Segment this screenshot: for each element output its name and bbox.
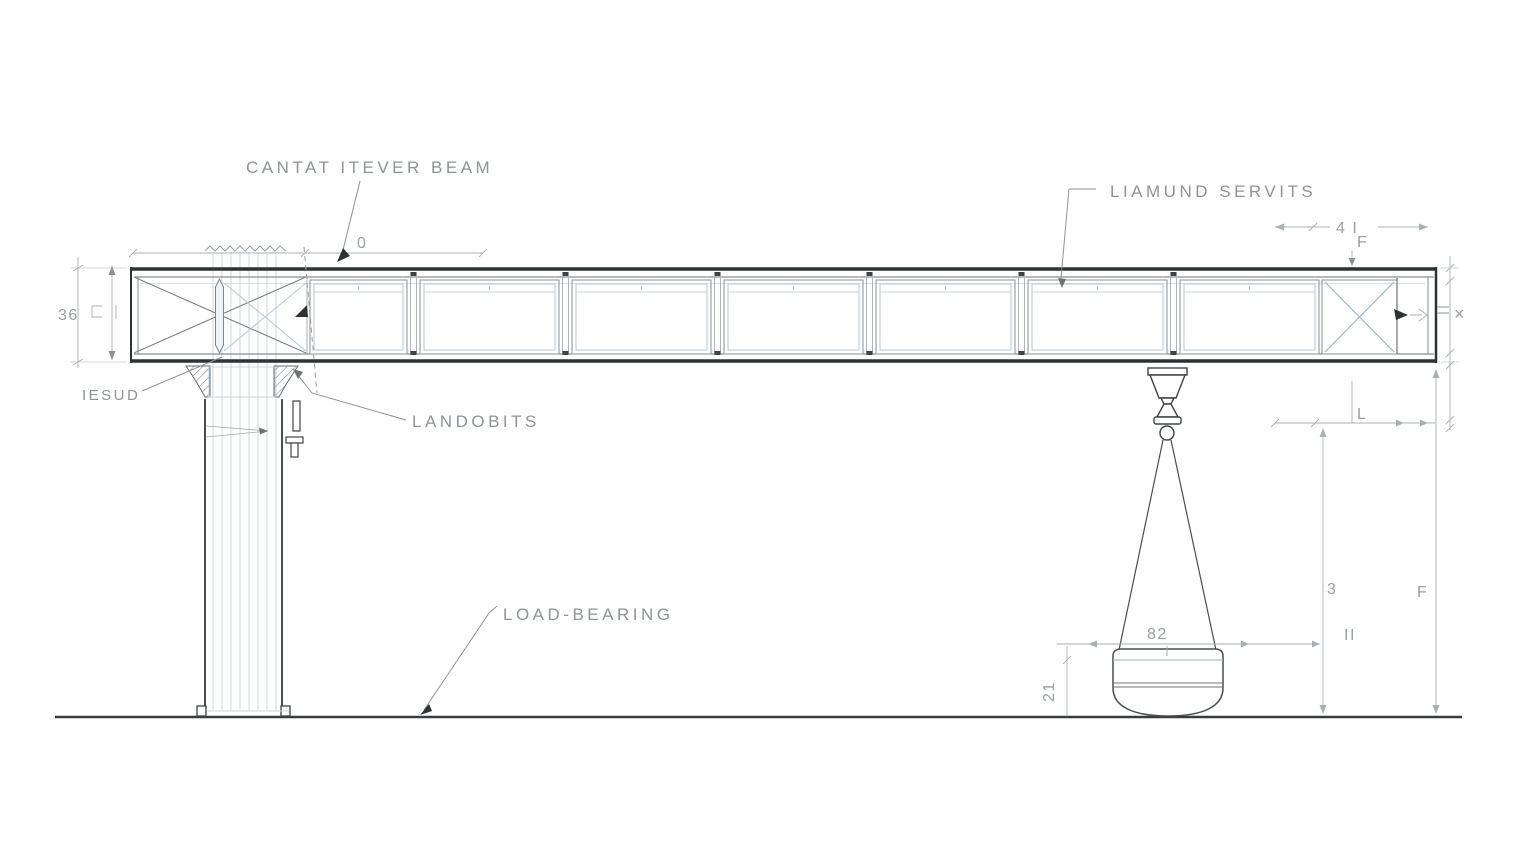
dim-beam-depth-label: 36 bbox=[58, 307, 79, 324]
beam-node bbox=[410, 272, 417, 276]
hoist-neck bbox=[1159, 397, 1176, 405]
column-cap-panel bbox=[208, 366, 276, 398]
ground-leader bbox=[423, 605, 498, 711]
column-side-bracket bbox=[290, 442, 299, 458]
beam-panel-inner bbox=[727, 283, 860, 351]
cantilever-beam bbox=[130, 245, 1438, 394]
beam-node bbox=[410, 351, 417, 355]
connection-label: LANDOBITS bbox=[412, 412, 540, 431]
dim-load-height-label: 21 bbox=[1041, 681, 1058, 702]
dim-clearance-mid bbox=[1319, 428, 1327, 714]
left-corbel bbox=[185, 365, 211, 398]
beam-panel bbox=[309, 279, 408, 355]
dim-beam-depth bbox=[70, 257, 127, 368]
sling-line-left bbox=[1118, 439, 1164, 651]
dim-clearance-mid-label: 3 bbox=[1327, 581, 1337, 598]
dim-load-width bbox=[1057, 640, 1320, 654]
beam-panel-inner bbox=[313, 283, 404, 351]
beam-node bbox=[714, 351, 721, 355]
bracket-mark bbox=[91, 305, 102, 318]
beam-node bbox=[866, 351, 873, 355]
dim-trolley-offset-label: L bbox=[1357, 406, 1367, 423]
hoist-leader bbox=[1060, 188, 1096, 279]
hoist-trolley bbox=[1147, 367, 1188, 441]
column-base-foot bbox=[196, 705, 207, 717]
beam-node bbox=[562, 351, 569, 355]
dim-load-height bbox=[1062, 646, 1072, 716]
connection-leader bbox=[296, 373, 407, 421]
cantilever-beam-leader bbox=[342, 180, 361, 251]
beam-panel bbox=[571, 279, 712, 355]
annotations: CANTAT ITEVER BEAM LIAMUND SERVITS LANDO… bbox=[82, 158, 1316, 715]
dim-end-width-label: × bbox=[1454, 304, 1465, 324]
column-taper-line bbox=[205, 425, 269, 432]
connection-leader-arrow bbox=[293, 369, 303, 379]
column-side-bracket bbox=[285, 436, 304, 444]
dim-load-offset-label: II bbox=[1344, 627, 1356, 644]
beam-panel-inner bbox=[879, 283, 1012, 351]
ground-label: LOAD-BEARING bbox=[503, 605, 673, 624]
beam-end-arrow bbox=[1394, 309, 1408, 320]
beam-node bbox=[1018, 351, 1025, 355]
load-bucket bbox=[1112, 648, 1224, 717]
right-corbel bbox=[273, 365, 299, 398]
dim-top-span-label: 0 bbox=[357, 235, 367, 252]
hoist-label: LIAMUND SERVITS bbox=[1110, 182, 1316, 201]
dim-force-top-label: F bbox=[1357, 234, 1368, 251]
beam-right-x-brace bbox=[1321, 278, 1398, 355]
support-label: IESUD bbox=[82, 387, 140, 404]
beam-panel bbox=[1027, 279, 1168, 355]
beam-top-squiggle bbox=[204, 245, 287, 252]
beam-left-x-brace bbox=[133, 276, 308, 355]
beam-panels bbox=[309, 272, 1320, 355]
beam-panel bbox=[419, 279, 560, 355]
dim-end-span-label: 4 I bbox=[1336, 220, 1358, 237]
column-taper-arrow bbox=[259, 427, 268, 435]
hoist-spool bbox=[1155, 403, 1180, 418]
dim-clearance-end-label: F bbox=[1417, 584, 1428, 601]
construction-arrow bbox=[295, 305, 308, 317]
beam-node bbox=[866, 272, 873, 276]
beam-panel-inner bbox=[1031, 283, 1164, 351]
beam-panel bbox=[875, 279, 1016, 355]
column-taper-line bbox=[205, 430, 269, 438]
beam-panel bbox=[1179, 279, 1320, 355]
beam-panel-inner bbox=[575, 283, 708, 351]
hoist-body bbox=[1148, 374, 1187, 399]
dimensions bbox=[70, 222, 1459, 716]
hook-ring bbox=[1159, 425, 1175, 441]
ground-leader-arrow bbox=[420, 704, 432, 715]
beam-panel bbox=[723, 279, 864, 355]
dim-force-top bbox=[1348, 251, 1356, 266]
dim-load-width-label: 82 bbox=[1147, 626, 1168, 643]
dim-clearance-end bbox=[1432, 369, 1440, 714]
hoist-leader-arrow bbox=[1058, 278, 1066, 288]
beam-panel-inner bbox=[1183, 283, 1316, 351]
dim-end-span bbox=[1275, 222, 1428, 232]
sling-line-right bbox=[1170, 439, 1217, 651]
beam-node bbox=[714, 272, 721, 276]
support-leader bbox=[141, 356, 223, 392]
cantilever-beam-label: CANTAT ITEVER BEAM bbox=[246, 158, 493, 177]
hoist-cap bbox=[1147, 367, 1188, 376]
cantilever-beam-leader-arrow bbox=[337, 248, 350, 262]
beam-end-chevron bbox=[1418, 308, 1428, 322]
beam-panel-inner bbox=[423, 283, 556, 351]
dim-end-width bbox=[1437, 256, 1459, 433]
beam-node bbox=[562, 272, 569, 276]
support-column bbox=[185, 252, 304, 717]
dim-trolley-offset bbox=[1270, 381, 1435, 428]
column-side-bracket bbox=[292, 400, 301, 432]
beam-node bbox=[1170, 351, 1177, 355]
hoist-base bbox=[1153, 416, 1182, 425]
beam-vertical-member bbox=[215, 277, 224, 355]
beam-node bbox=[1018, 272, 1025, 276]
beam-node bbox=[1170, 272, 1177, 276]
dim-top-span bbox=[128, 248, 488, 258]
